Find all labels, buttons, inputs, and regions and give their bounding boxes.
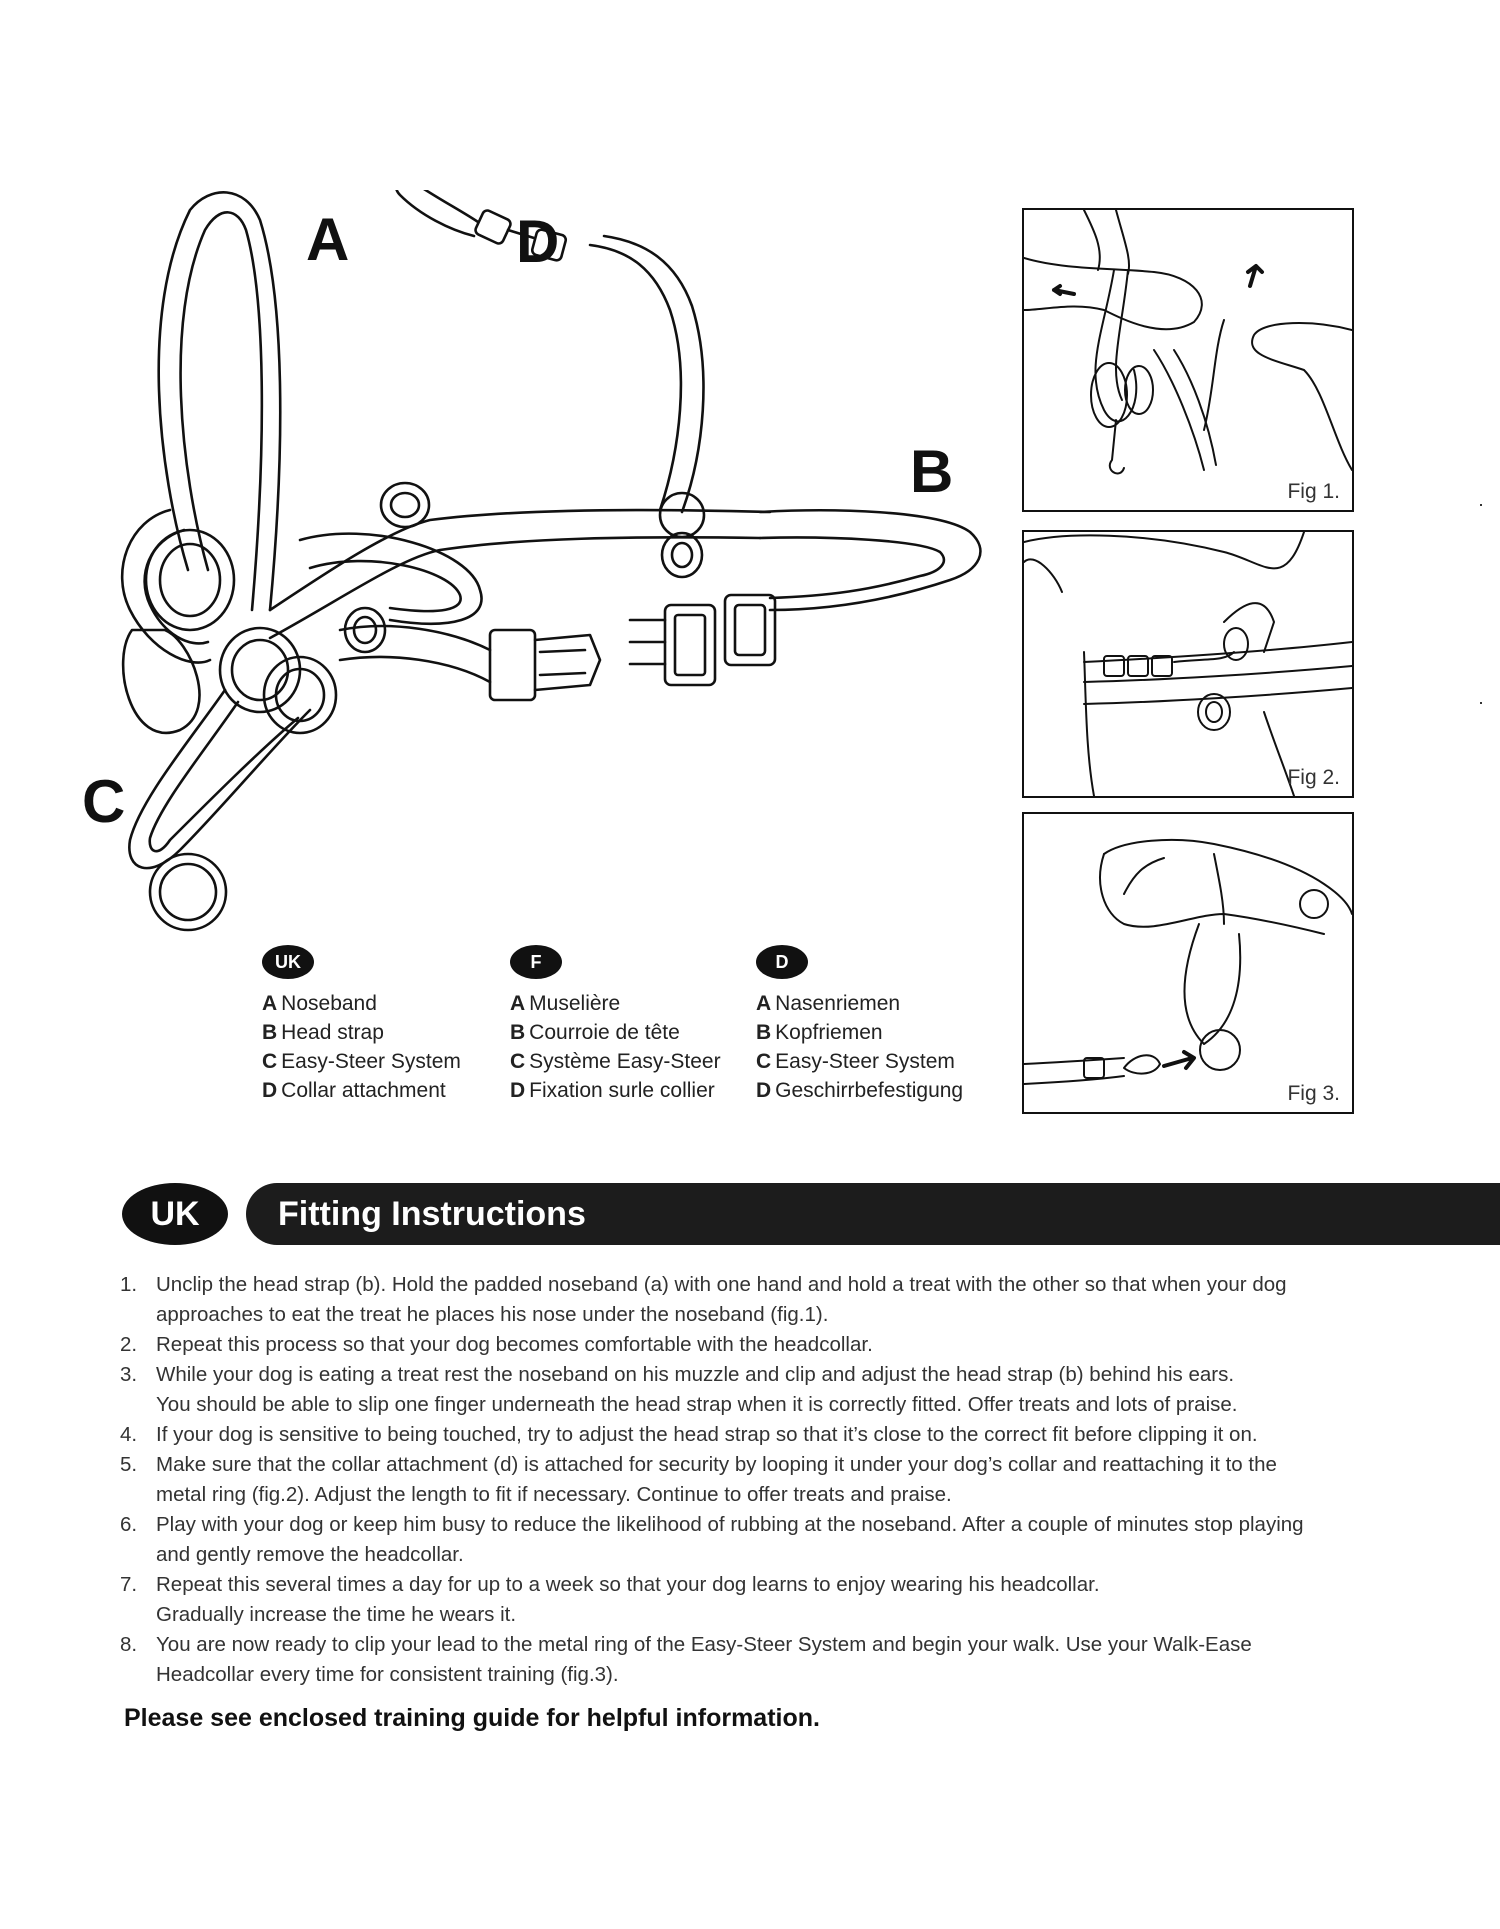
step-text-line: While your dog is eating a treat rest th… [156,1363,1235,1386]
step-number: 8. [120,1633,138,1656]
label-d: D [516,208,560,275]
figure-2-caption: Fig 2. [1287,766,1340,789]
step-text-line: You should be able to slip one finger un… [156,1393,1238,1416]
instruction-step: 5. Make sure that the collar attachment (… [120,1450,1400,1510]
instruction-step: 8. You are now ready to clip your lead to… [120,1630,1400,1690]
step-text-line: Make sure that the collar attachment (d)… [156,1453,1277,1476]
step-number: 7. [120,1573,138,1596]
instruction-step: 4. If your dog is sensitive to being touc… [120,1420,1400,1450]
instructions-title: Fitting Instructions [278,1194,586,1233]
language-badge-f: F [510,945,562,979]
language-badge-uk: UK [262,945,314,979]
step-number: 1. [120,1273,138,1296]
step-text-line: Repeat this process so that your dog bec… [156,1333,873,1356]
label-a: A [306,206,350,273]
label-c: C [82,768,126,835]
step-number: 4. [120,1423,138,1446]
step-text-line: You are now ready to clip your lead to t… [156,1633,1252,1656]
step-text-line: metal ring (fig.2). Adjust the length to… [156,1483,952,1506]
step-text-line: Headcollar every time for consistent tra… [156,1663,619,1686]
step-text-line: Unclip the head strap (b). Hold the padd… [156,1273,1287,1296]
figure-3-illustration [1024,838,1352,1085]
step-text-line: Play with your dog or keep him busy to r… [156,1513,1304,1536]
step-text-line: approaches to eat the treat he places hi… [156,1303,829,1326]
step-number: 6. [120,1513,138,1536]
instructions-steps: 1. Unclip the head strap (b). Hold the pa… [120,1270,1400,1690]
step-text-line: Gradually increase the time he wears it. [156,1603,517,1626]
step-number: 3. [120,1363,138,1386]
instructions-language-badge: UK [122,1183,228,1245]
instruction-step: 6. Play with your dog or keep him busy to… [120,1510,1400,1570]
stray-dot [1480,702,1482,704]
instruction-step: 7. Repeat this several times a day for up… [120,1570,1400,1630]
step-text-line: Repeat this several times a day for up t… [156,1573,1100,1596]
instruction-step: 3. While your dog is eating a treat rest … [120,1360,1400,1420]
step-number: 5. [120,1453,138,1476]
figure-2: Fig 2. [1022,530,1354,798]
closing-note: Please see enclosed training guide for h… [124,1704,820,1732]
figure-3-caption: Fig 3. [1287,1082,1340,1105]
step-text-line: and gently remove the headcollar. [156,1543,464,1566]
figure-2-illustration [1024,532,1352,796]
instruction-step: 2. Repeat this process so that your dog b… [120,1330,1400,1360]
stray-dot [1480,504,1482,506]
harness-diagram: A D B C [70,175,1030,970]
language-badge-d: D [756,945,808,979]
instructions-title-bar: Fitting Instructions [246,1183,1500,1245]
step-number: 2. [120,1333,138,1356]
figure-1: Fig 1. [1022,208,1354,512]
step-text-line: If your dog is sensitive to being touche… [156,1423,1258,1446]
instruction-step: 1. Unclip the head strap (b). Hold the pa… [120,1270,1400,1330]
figure-1-caption: Fig 1. [1287,480,1340,503]
figure-1-illustration [1024,210,1352,475]
label-b: B [910,438,954,505]
harness-illustration [120,175,982,932]
figure-3: Fig 3. [1022,812,1354,1114]
